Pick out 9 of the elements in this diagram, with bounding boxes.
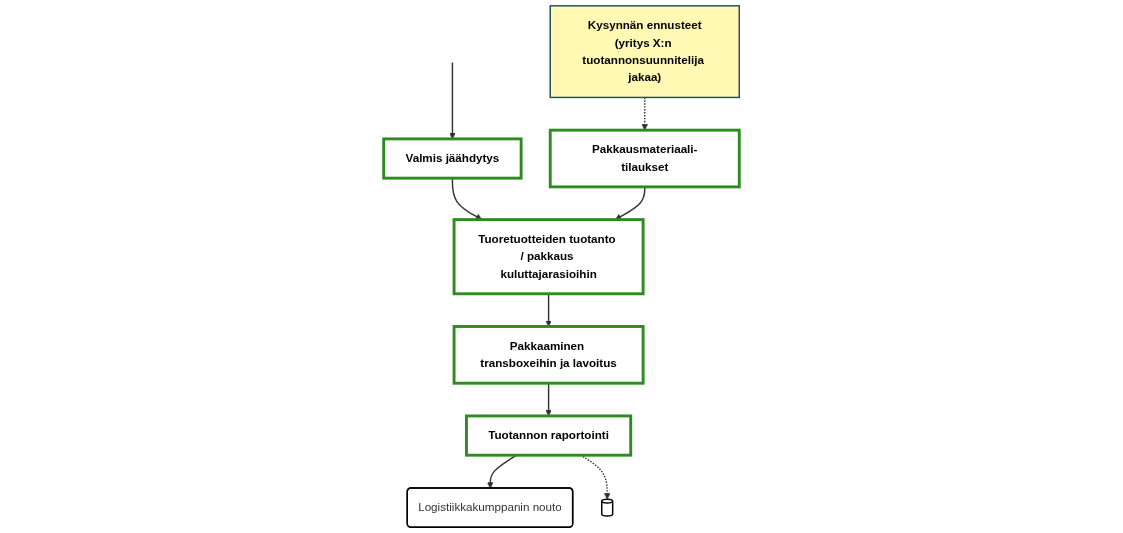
node-box: Valmis jäähdytys [382, 137, 523, 180]
node-box: Pakkaaminen transboxeihin ja lavoitus [452, 325, 645, 385]
node-box: Tuotannon raportointi [465, 414, 633, 457]
arrow [615, 186, 646, 220]
node-box: Pakkausmateriaali-tilaukset [548, 128, 741, 189]
arrow [545, 293, 552, 327]
node-cylinder [601, 498, 614, 517]
node-box: Tuoretuotteiden tuotanto / pakkaus kuluttajarasioihin [452, 218, 645, 296]
node-box: Kysynnän ennusteet (yritys X:n tuotannonsuunnitelija jakaa) [549, 5, 740, 99]
